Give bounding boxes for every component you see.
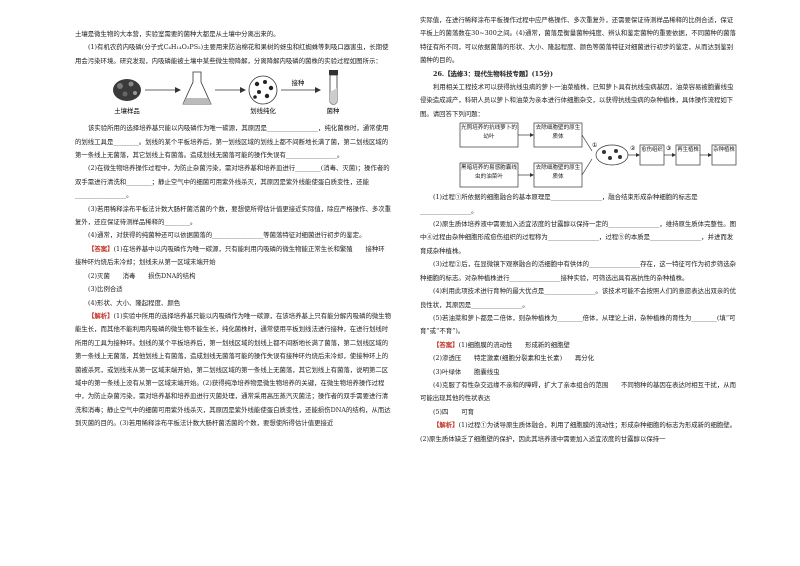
question-26-intro: 利用相关工程技术可以获得抗线虫病的萝卜一油菜植株，已知萝卜具有抗线虫病基因，油菜… bbox=[420, 83, 734, 118]
question-26-3: (3)过程②后，在显微镜下观察融合的活细胞中有供体的______________… bbox=[420, 260, 737, 282]
question-26-1: (1)过程①所依据的细胞融合的基本原理是________________，融合结… bbox=[420, 193, 698, 215]
answer-26-line-2: (2)渗透压 特定激素(细胞分裂素和生长素) 再分化 bbox=[433, 354, 595, 363]
box-hybrid-plant-text: 杂种植株 bbox=[713, 147, 735, 154]
box-rapeseed-leaf-text: 黑暗培养的易感胞囊线虫的油菜叶 bbox=[461, 165, 517, 181]
test-tube-icon bbox=[329, 70, 338, 106]
box-regenerated-plant-text: 再生植株 bbox=[677, 147, 699, 154]
arrow-3-head bbox=[315, 87, 321, 94]
inoculate-label: 接种 bbox=[292, 78, 305, 87]
box-radish-leaf bbox=[459, 122, 519, 148]
step-3-label: ③ bbox=[666, 145, 671, 152]
analysis-block: 【解析】(1)实验中所用的选择培养基只能以内吸磷作为唯一碳源，在该培养基上只有能… bbox=[75, 310, 393, 431]
question-1-paragraph: (1)有机农药内吸磷(分子式C₄H₁₄O₃PS₂)主要用来防治棉花和果树的蚜虫和… bbox=[75, 43, 389, 65]
analysis-26-text: (1)过程①为诱导原生质体融合，利用了细胞膜的流动性；形成杂种细胞的标志为形成新… bbox=[420, 421, 737, 443]
arrow-1-head bbox=[175, 87, 181, 94]
question-3-paragraph: (3)若用稀释涂布平板法计数大肠杆菌活菌的个数，要想使所得估计值更接近实际值，除… bbox=[75, 204, 392, 227]
analysis-tag-26: 【解析】 bbox=[433, 421, 459, 430]
analysis-text: (1)实验中所用的选择培养基只能以内吸磷作为唯一碳源，在该培养基上只有能分解内吸… bbox=[75, 311, 392, 428]
answer-tag-26: 【答案】 bbox=[433, 340, 459, 349]
experiment-diagram: 土壤样品 划线纯化 接种 bbox=[113, 70, 340, 115]
analysis-continuation: 实际值，在进行稀释涂布平板操作过程中应严格操作、多次重复外，还需要保证待测样品稀… bbox=[420, 16, 736, 65]
question-1-answer-paragraph: 该实验所用的选择培养基只能以内吸磷作为唯一碳源，其原因是____________… bbox=[75, 124, 389, 160]
flow-chart: 光照培养的抗线萝卜的幼叶 去除细胞壁的原生质体 黑暗培养的易感胞囊线虫的油菜叶 … bbox=[459, 122, 737, 188]
answer-26-line-5: (5)四 可育 bbox=[433, 407, 475, 416]
flask-icon bbox=[182, 71, 212, 105]
question-2-paragraph: (2)在微生物培养操作过程中，为防止杂菌污染，需对培养基和培养皿进行______… bbox=[75, 164, 390, 200]
petri-dish-icon bbox=[248, 75, 278, 105]
answer-tag: 【答案】 bbox=[88, 244, 114, 253]
flow-diagram: 光照培养的抗线萝卜的幼叶 去除细胞壁的原生质体 黑暗培养的易感胞囊线虫的油菜叶 … bbox=[420, 121, 738, 191]
box-rapeseed-leaf bbox=[459, 162, 519, 188]
box-protoplast-a bbox=[533, 122, 583, 148]
answer-26-line-4: (4)克服了有性杂交远缘不亲和的障碍，扩大了亲本组合的范围 不同物种的基因在表达… bbox=[420, 380, 737, 403]
soil-sample-label: 土壤样品 bbox=[114, 106, 140, 115]
analysis-block-26: 【解析】(1)过程①为诱导原生质体融合，利用了细胞膜的流动性；形成杂种细胞的标志… bbox=[420, 419, 738, 446]
answer-block-1: 【答案】(1)在培养基中以内吸磷作为唯一碳源，只有能利用内吸磷的微生物能正常生长… bbox=[75, 243, 397, 270]
answer-26-line-3: (3)叶绿体 胞囊线虫 bbox=[433, 367, 500, 376]
soil-sample-icon bbox=[113, 79, 141, 102]
answer-block-26: 【答案】(1)细胞膜的流动性 形成新的细胞壁 bbox=[420, 339, 738, 352]
answer-line-2: (2)灭菌 消毒 损伤DNA的结构 bbox=[88, 271, 196, 280]
answer-26-line-1: (1)细胞膜的流动性 形成新的细胞壁 bbox=[458, 340, 570, 349]
left-column: 土壤是微生物的大本营，实验室需要的菌种大都是从土壤中分离出来的。 (1)有机农药… bbox=[75, 0, 397, 431]
box-radish-leaf-text: 光照培养的抗线萝卜的幼叶 bbox=[461, 125, 517, 141]
box-callus-text: 愈伤组织 bbox=[641, 147, 663, 154]
arrow-2-head bbox=[240, 87, 246, 94]
right-column: 实际值，在进行稀释涂布平板操作过程中应严格操作、多次重复外，还需要保证待测样品稀… bbox=[420, 0, 738, 446]
answer-line-1: (1)在培养基中以内吸磷作为唯一碳源，只有能利用内吸磷的微生物能正常生长和繁殖 … bbox=[75, 244, 398, 267]
fusion-cells-icon bbox=[595, 144, 629, 166]
question-26-header: 26.【选修3：现代生物科技专题】(15分) bbox=[433, 69, 553, 78]
analysis-tag: 【解析】 bbox=[88, 311, 114, 320]
box-hybrid-plant bbox=[711, 144, 737, 166]
intro-paragraph: 土壤是微生物的大本营，实验室需要的菌种大都是从土壤中分离出来的。 bbox=[75, 30, 280, 38]
question-26-4: (4)利用此项技术进行育种的最大优点是________________。该技术可… bbox=[420, 287, 737, 309]
strain-label: 菌种 bbox=[327, 106, 340, 115]
question-26-2: (2)原生质体培养液中需要加入适宜浓度的甘露醇以保持一定的___________… bbox=[420, 220, 737, 255]
culture-label: 划线纯化 bbox=[250, 106, 276, 115]
answer-line-4: (4)形状、大小、隆起程度、颜色 bbox=[88, 298, 181, 307]
box-protoplast-b-text: 去除细胞壁的原生质体 bbox=[535, 165, 581, 181]
question-4-paragraph: (4)通常，对获得的纯菌种还可以依据菌落的________________等菌落… bbox=[88, 231, 366, 240]
box-protoplast-a-text: 去除细胞壁的原生质体 bbox=[535, 125, 581, 141]
question-26-5: (5)若油菜和萝卜都是二倍体，则杂种植株为________倍体，从理论上讲，杂种… bbox=[420, 313, 736, 336]
step-1-label: ① bbox=[592, 142, 597, 149]
answer-line-3: (3)比例合适 bbox=[88, 285, 123, 294]
step-2-label: ② bbox=[630, 145, 636, 152]
experiment-figure: 土壤样品 划线纯化 接种 bbox=[75, 68, 393, 122]
